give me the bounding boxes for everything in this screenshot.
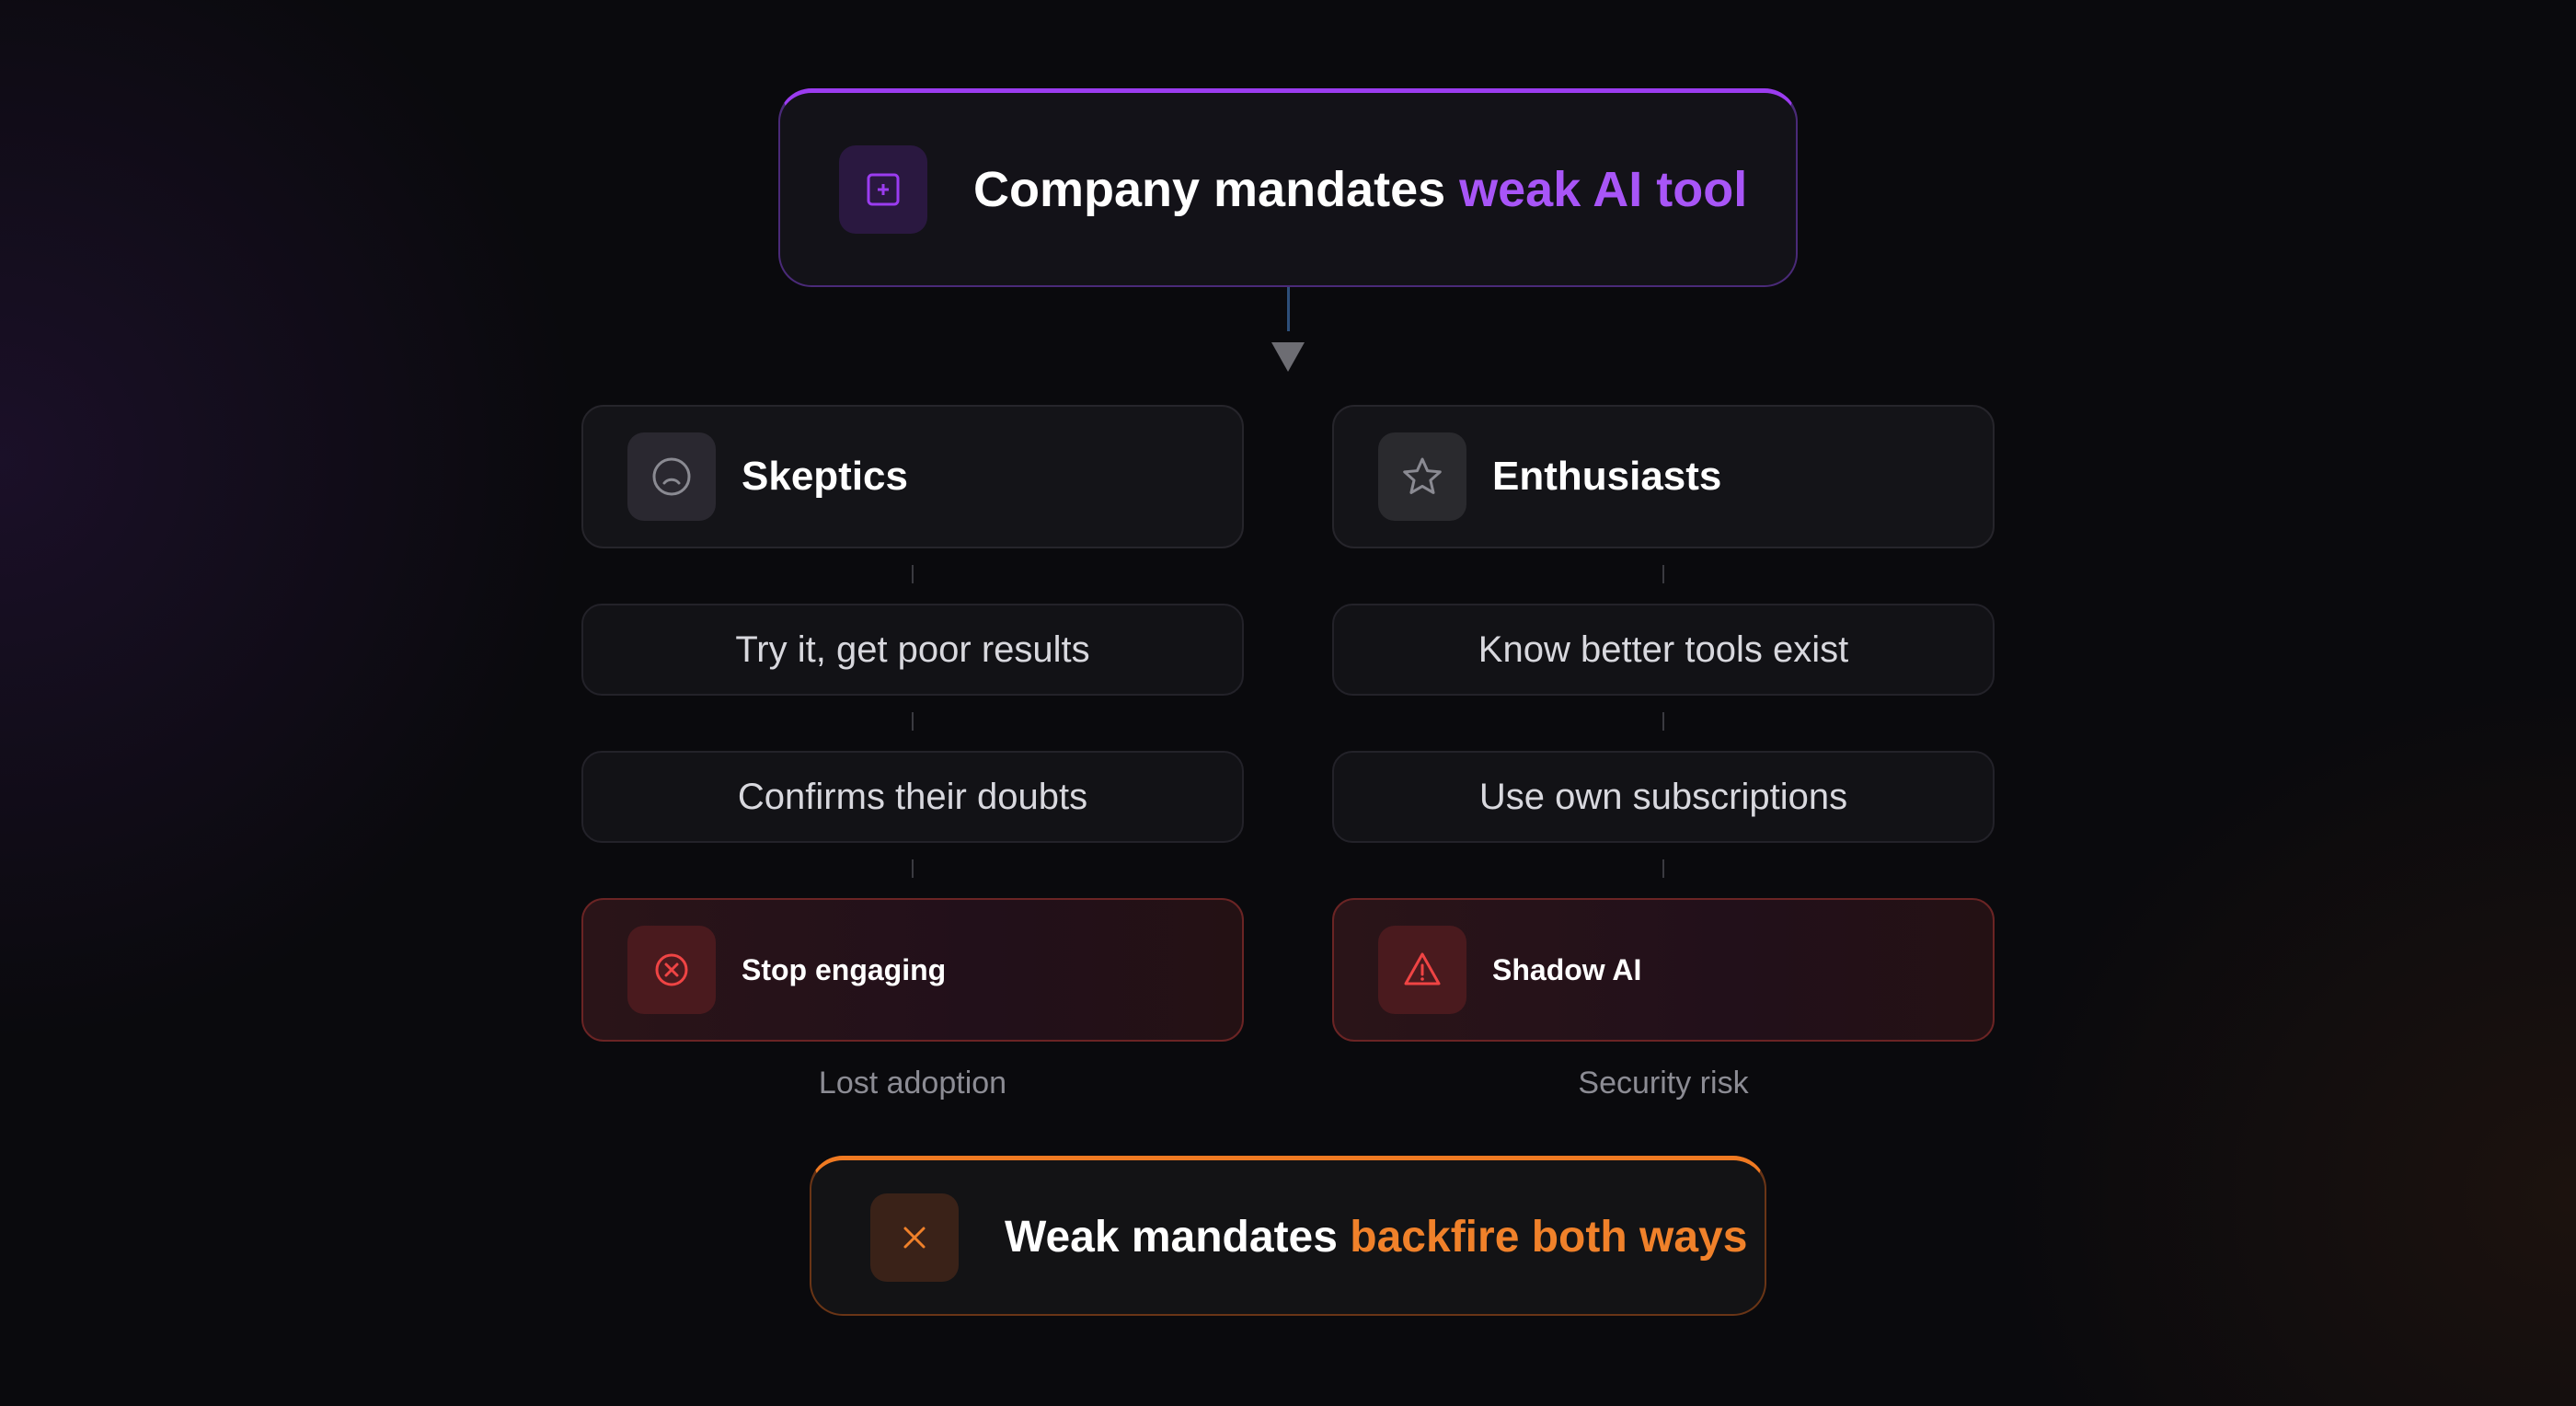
step-skeptics-1: Try it, get poor results	[581, 604, 1244, 696]
mandate-card: Company mandates weak AI tool	[778, 88, 1798, 287]
step-skeptics-2: Confirms their doubts	[581, 751, 1244, 843]
outcome-enthusiasts: Shadow AI	[1332, 898, 1995, 1042]
group-title-enthusiasts: Enthusiasts	[1492, 454, 1722, 499]
connector-tick	[912, 565, 914, 583]
connector-tick	[1662, 712, 1664, 731]
x-icon	[870, 1193, 959, 1282]
arrow-down-icon	[1271, 342, 1305, 372]
connector-tick	[1662, 565, 1664, 583]
connector-tick	[1662, 859, 1664, 878]
caption-enthusiasts: Security risk	[1578, 1066, 1749, 1101]
outcome-skeptics: Stop engaging	[581, 898, 1244, 1042]
x-circle-icon	[627, 926, 716, 1014]
connector-tick	[912, 859, 914, 878]
frown-icon	[627, 432, 716, 521]
caption-skeptics: Lost adoption	[818, 1066, 1007, 1101]
connector-line	[1287, 287, 1290, 331]
connector-tick	[912, 712, 914, 731]
group-title-skeptics: Skeptics	[742, 454, 908, 499]
star-icon	[1378, 432, 1466, 521]
group-enthusiasts: Enthusiasts	[1332, 405, 1995, 548]
conclusion-headline: Weak mandates backfire both ways	[1005, 1213, 1748, 1262]
step-enthusiasts-1: Know better tools exist	[1332, 604, 1995, 696]
plus-square-icon	[839, 144, 927, 234]
conclusion-card: Weak mandates backfire both ways	[810, 1156, 1766, 1316]
outcome-title-enthusiasts: Shadow AI	[1492, 952, 1642, 986]
outcome-title-skeptics: Stop engaging	[742, 952, 947, 986]
step-enthusiasts-2: Use own subscriptions	[1332, 751, 1995, 843]
mandate-headline: Company mandates weak AI tool	[973, 161, 1748, 217]
group-skeptics: Skeptics	[581, 405, 1244, 548]
warning-triangle-icon	[1378, 926, 1466, 1014]
